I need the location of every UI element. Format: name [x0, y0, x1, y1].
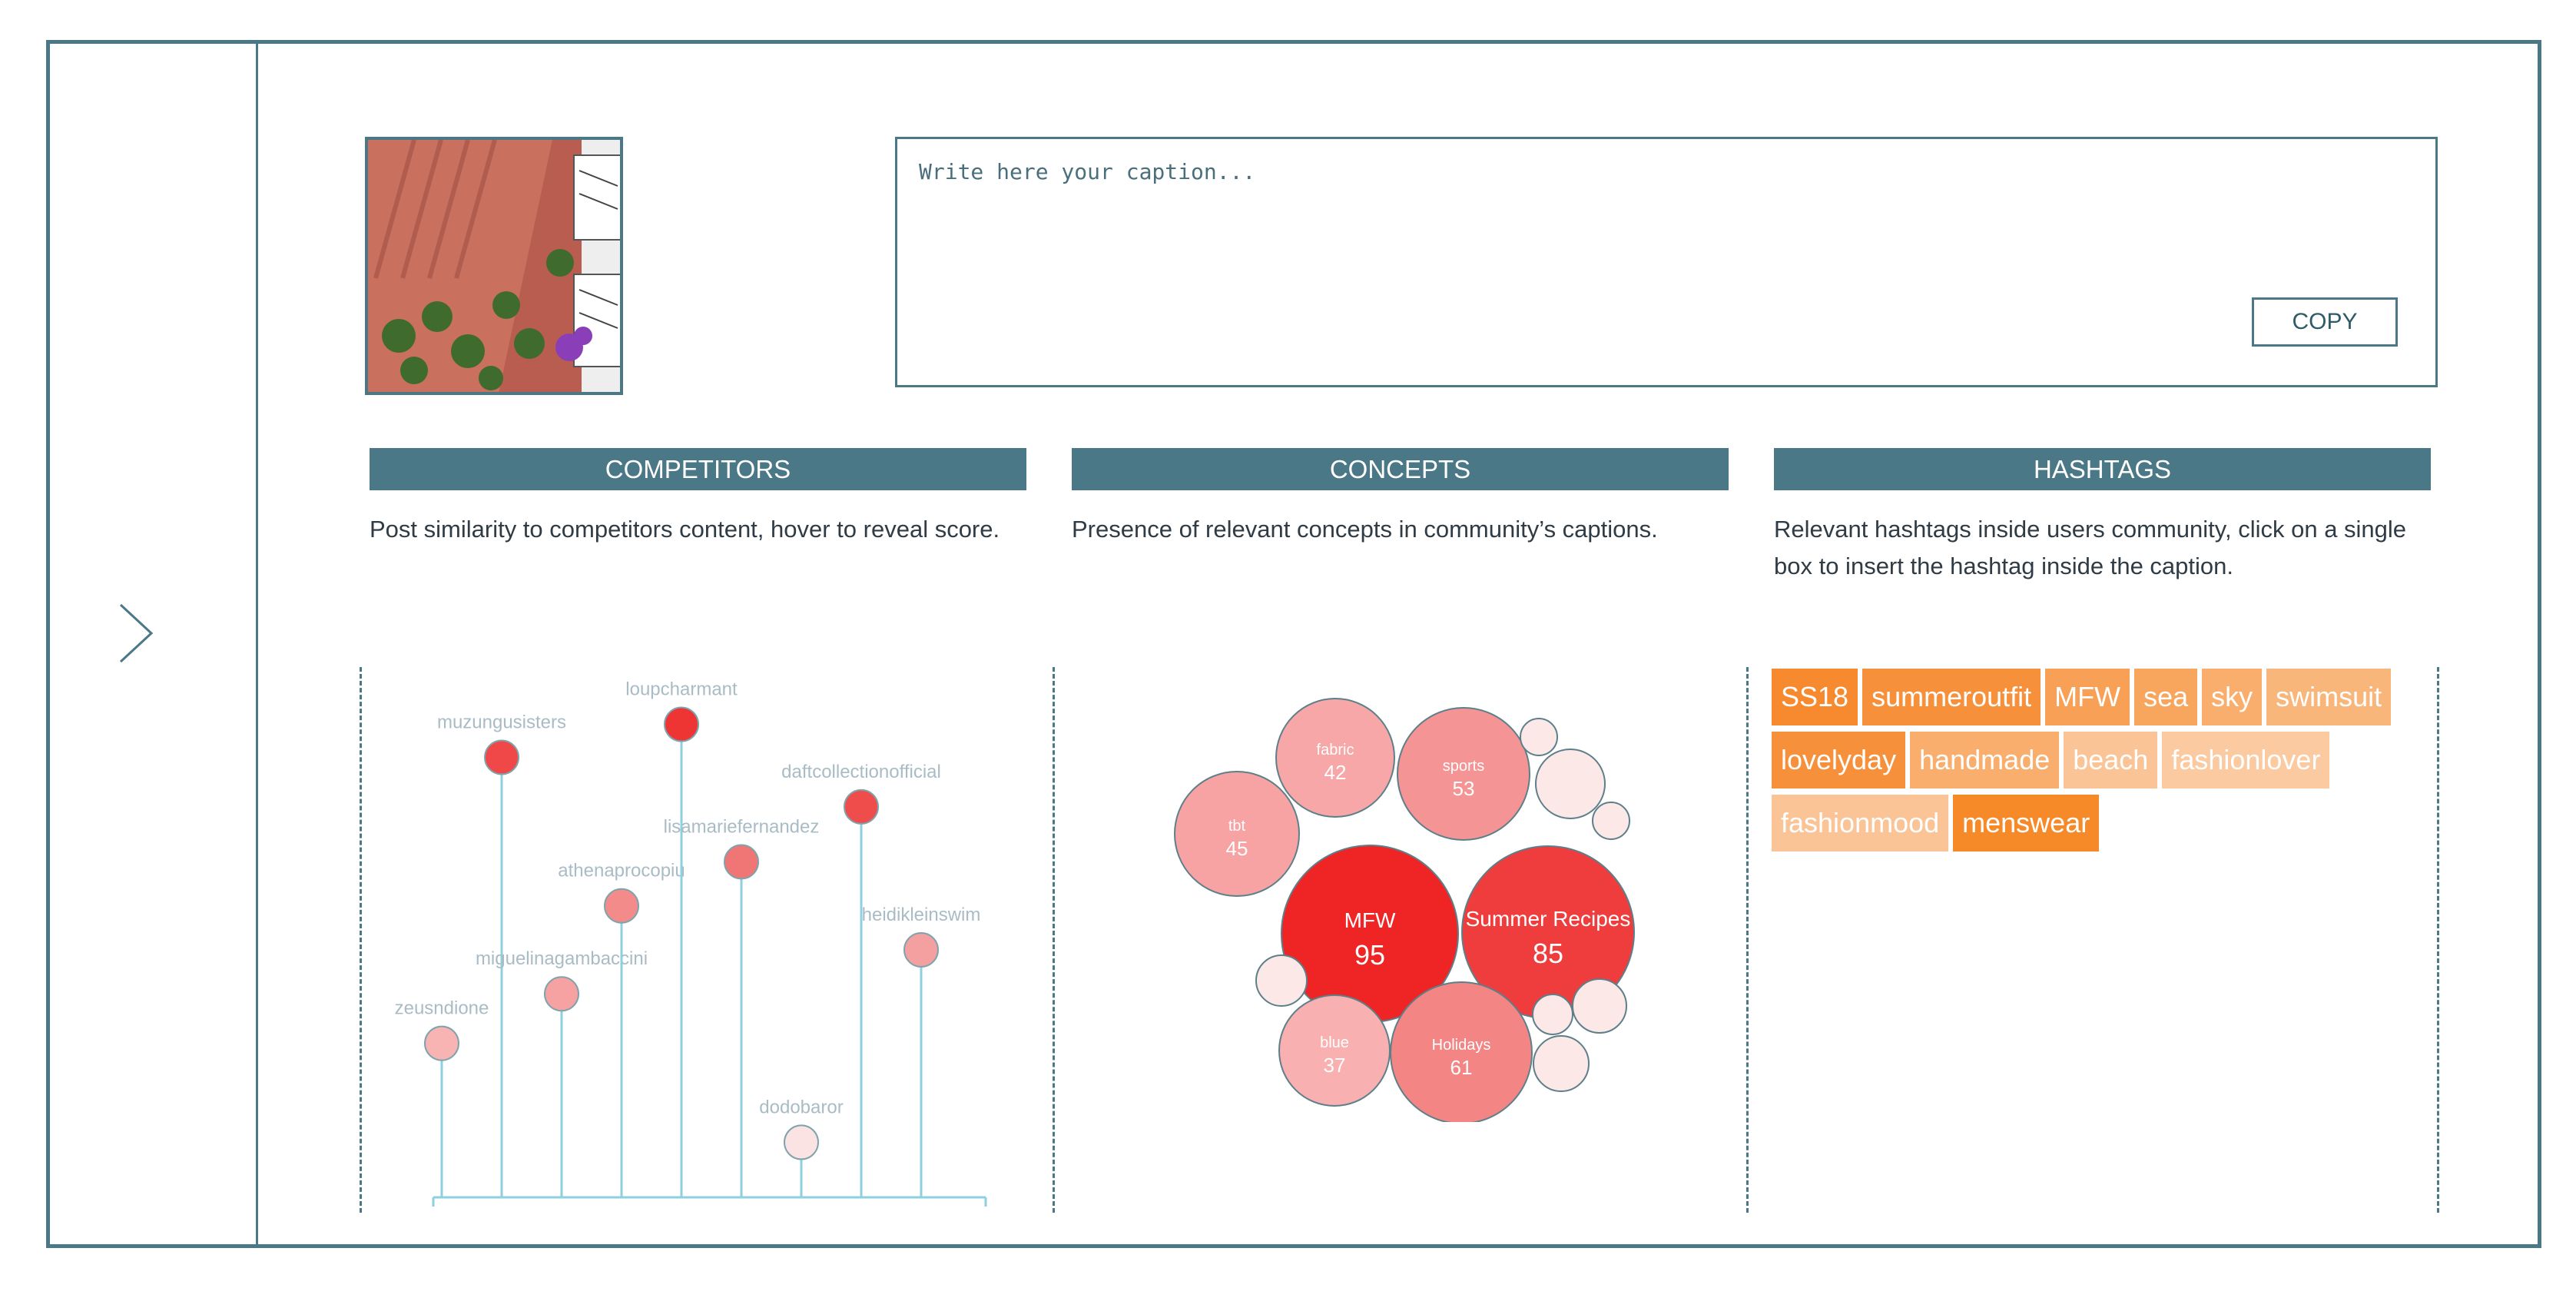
concept-label: Holidays — [1432, 1037, 1491, 1054]
caption-box: COPY — [895, 137, 2438, 387]
competitor-point[interactable] — [784, 1124, 819, 1160]
hashtag-chip[interactable]: SS18 — [1772, 669, 1858, 725]
competitor-label: daftcollectionofficial — [781, 762, 941, 782]
competitor-point[interactable] — [664, 706, 699, 742]
concept-value: 61 — [1450, 1056, 1473, 1079]
competitor-label: zeusndione — [395, 998, 489, 1019]
concept-bubble[interactable] — [1397, 707, 1530, 841]
hashtags-description: Relevant hashtags inside users community… — [1774, 516, 2407, 579]
chevron-right-icon[interactable] — [104, 599, 173, 668]
post-image — [368, 140, 620, 392]
concept-value: 42 — [1324, 761, 1347, 784]
competitor-label: loupcharmant — [625, 679, 738, 700]
concept-label: Summer Recipes — [1466, 907, 1631, 931]
divider — [2437, 667, 2439, 1213]
hashtag-chip[interactable]: sea — [2134, 669, 2198, 725]
competitors-chart: zeusndione muzungusisters miguelinagambacc… — [395, 679, 987, 1207]
concept-value: 45 — [1226, 837, 1248, 860]
divider — [360, 667, 362, 1213]
competitors-description: Post similarity to competitors content, … — [370, 516, 1000, 543]
concept-label: blue — [1320, 1034, 1349, 1051]
concept-value: 95 — [1354, 939, 1385, 971]
concept-value: 53 — [1453, 777, 1475, 800]
copy-button[interactable]: COPY — [2252, 297, 2398, 347]
concepts-header: CONCEPTS — [1072, 448, 1729, 490]
concept-value: 85 — [1533, 938, 1563, 969]
competitor-label: athenaprocopiu — [558, 861, 685, 881]
competitor-point[interactable] — [424, 1025, 459, 1061]
hashtag-chip[interactable]: menswear — [1953, 795, 2100, 852]
post-thumbnail — [365, 137, 623, 395]
concept-bubble[interactable] — [1390, 981, 1533, 1122]
concept-label: tbt — [1228, 818, 1246, 835]
divider — [1053, 667, 1055, 1213]
competitor-label: dodobaror — [759, 1097, 843, 1117]
divider — [1746, 667, 1749, 1213]
concept-bubble-small — [1572, 978, 1627, 1034]
hashtag-chip[interactable]: MFW — [2045, 669, 2130, 725]
competitor-label: miguelinagambaccini — [476, 948, 648, 969]
hashtag-chip[interactable]: fashionmood — [1772, 795, 1949, 852]
hashtag-chip[interactable]: handmade — [1910, 732, 2060, 788]
concept-label: sports — [1443, 758, 1484, 775]
hashtag-chip[interactable]: lovelyday — [1772, 732, 1906, 788]
concepts-description: Presence of relevant concepts in communi… — [1072, 516, 1658, 543]
concept-bubble-small — [1535, 749, 1606, 819]
competitor-point[interactable] — [544, 976, 579, 1012]
concept-bubble[interactable] — [1278, 994, 1391, 1107]
app-frame — [46, 40, 2541, 1248]
competitor-label: muzungusisters — [437, 712, 566, 732]
hashtags-header: HASHTAGS — [1774, 448, 2431, 490]
hashtag-chip[interactable]: swimsuit — [2266, 669, 2392, 725]
hashtag-chip[interactable]: beach — [2064, 732, 2158, 788]
concept-bubble[interactable] — [1275, 698, 1395, 818]
competitor-point[interactable] — [604, 888, 639, 924]
competitor-label: heidikleinswim — [862, 905, 981, 925]
concept-bubble-small — [1533, 1035, 1590, 1092]
caption-input[interactable] — [917, 158, 2380, 307]
hashtag-chip[interactable]: sky — [2202, 669, 2263, 725]
concept-bubble[interactable] — [1174, 771, 1300, 897]
concept-bubble-small — [1255, 954, 1308, 1007]
hashtag-chip[interactable]: summeroutfit — [1862, 669, 2041, 725]
concept-bubble-small — [1592, 802, 1630, 840]
competitor-label: lisamariefernandez — [664, 816, 820, 837]
concept-label: fabric — [1317, 742, 1354, 759]
competitor-point[interactable] — [724, 844, 759, 880]
sidebar — [50, 44, 258, 1244]
hashtag-chip[interactable]: fashionlover — [2162, 732, 2330, 788]
competitor-point[interactable] — [903, 931, 939, 968]
competitor-point[interactable] — [484, 739, 519, 775]
concept-bubble-small — [1520, 718, 1558, 756]
competitor-point[interactable] — [844, 788, 879, 825]
concept-label: MFW — [1344, 908, 1396, 932]
concept-value: 37 — [1324, 1054, 1346, 1077]
concept-bubble-small — [1532, 994, 1573, 1035]
competitors-header: COMPETITORS — [370, 448, 1026, 490]
